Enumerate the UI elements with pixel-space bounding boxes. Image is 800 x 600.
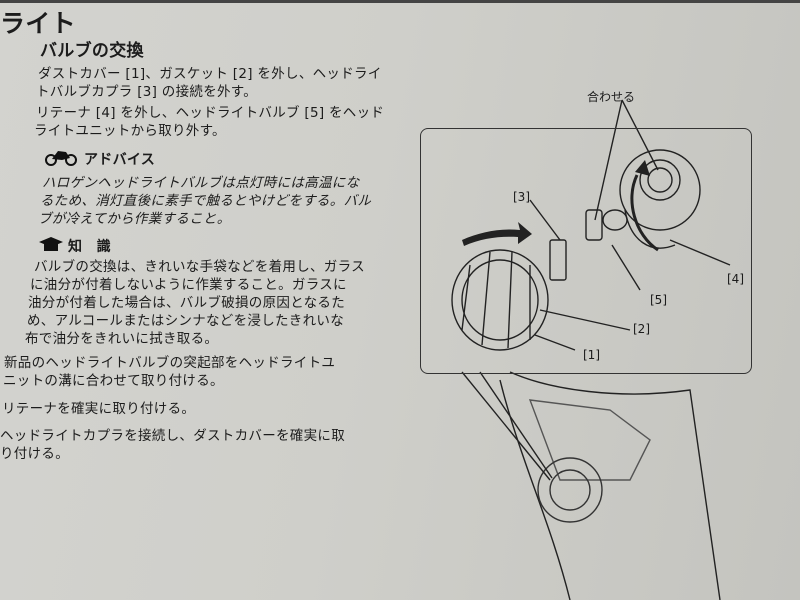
step-text: ダストカバー [1]、ガスケット [2] を外し、ヘッドライ: [38, 66, 382, 82]
step-text: ニットの溝に合わせて取り付ける。: [3, 373, 224, 389]
section-heading: バルブの交換: [40, 41, 144, 61]
step-text: 新品のヘッドライトバルブの突起部をヘッドライトユ: [4, 355, 336, 371]
page-edge: [0, 0, 800, 3]
callout-1: [1]: [583, 348, 600, 362]
diagram-frame: [420, 128, 752, 374]
align-label: 合わせる: [587, 90, 636, 104]
graduation-cap-icon: [39, 237, 63, 251]
motorcycle-icon: [45, 151, 77, 166]
advice-heading: アドバイス: [84, 152, 156, 168]
advice-text: ブが冷えてから作業すること。: [38, 211, 231, 227]
step-text: ヘッドライトカプラを接続し、ダストカバーを確実に取: [0, 428, 345, 444]
callout-4: [4]: [727, 272, 744, 286]
step-text: ライトユニットから取り外す。: [34, 123, 226, 139]
callout-5: [5]: [650, 293, 667, 307]
knowledge-text: バルブの交換は、きれいな手袋などを着用し、ガラス: [34, 259, 365, 275]
callout-3: [3]: [513, 190, 530, 204]
knowledge-text: 布で油分をきれいに拭き取る。: [25, 331, 219, 347]
knowledge-text: に油分が付着しないように作業すること。ガラスに: [30, 277, 347, 293]
headlight-diagram: [451, 99, 731, 600]
knowledge-text: 油分が付着した場合は、バルブ破損の原因となるた: [28, 295, 345, 311]
knowledge-text: め、アルコールまたはシンナなどを浸したきれいな: [27, 313, 344, 329]
knowledge-heading: 知 識: [68, 239, 111, 255]
page-title: ライト: [0, 9, 76, 38]
advice-text: るため、消灯直後に素手で触るとやけどをする。バル: [40, 193, 372, 209]
step-text: トバルブカプラ [3] の接続を外す。: [36, 84, 258, 100]
advice-text: ハロゲンヘッドライトバルブは点灯時には高温にな: [42, 175, 360, 191]
callout-2: [2]: [633, 322, 650, 336]
step-text: リテーナ [4] を外し、ヘッドライトバルブ [5] をヘッド: [36, 105, 385, 121]
step-text: リテーナを確実に取り付ける。: [2, 401, 196, 417]
step-text: り付ける。: [0, 446, 69, 462]
